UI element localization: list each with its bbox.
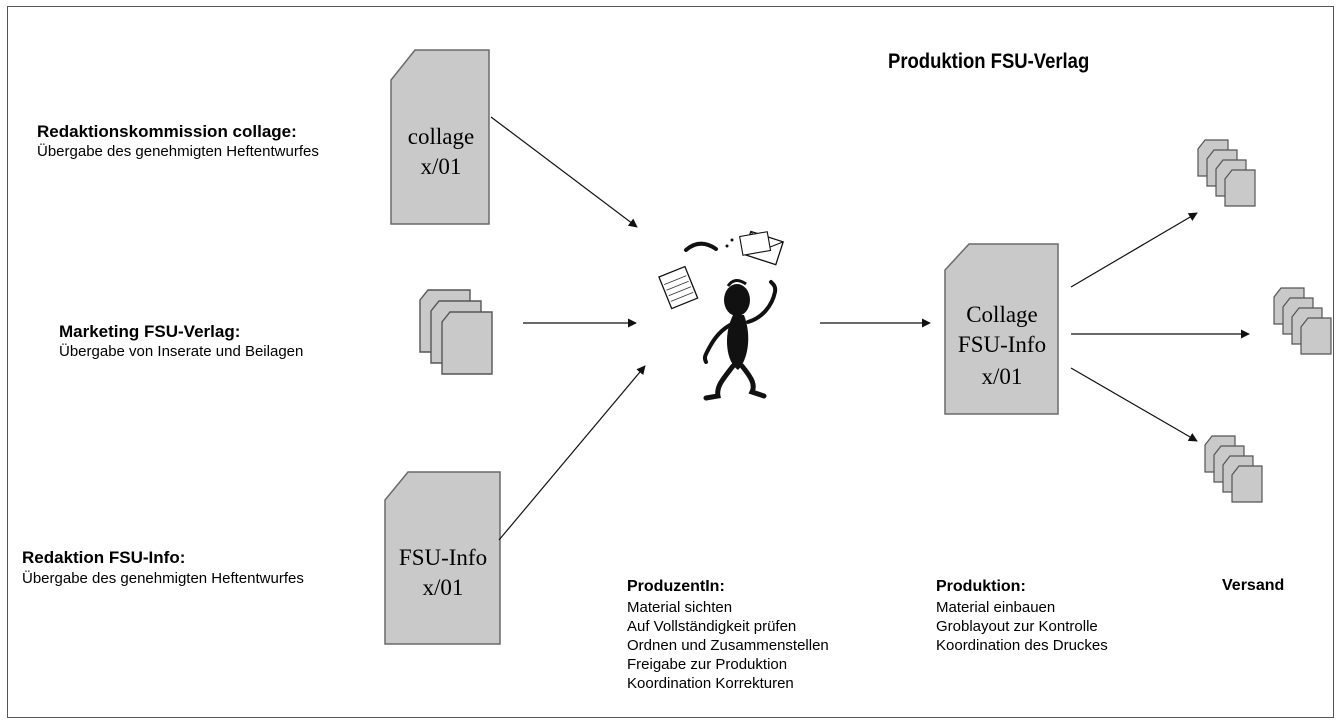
document-collage: collage x/01 <box>390 49 490 225</box>
doc-production-line-3: x/01 <box>982 364 1023 389</box>
production-task-item: Material einbauen <box>936 599 1056 616</box>
producer-heading: ProduzentIn: <box>627 578 725 595</box>
juggling-figure-icon <box>658 230 785 401</box>
producer-task-item: Freigabe zur Produktion <box>627 656 788 673</box>
source-marketing-heading: Marketing FSU-Verlag: <box>59 322 241 341</box>
doc-collage-line-1: collage <box>408 124 474 149</box>
producer-task-item: Koordination Korrekturen <box>627 675 794 692</box>
source-collage-heading: Redaktionskommission collage: <box>37 122 297 141</box>
producer-task-item: Ordnen und Zusammenstellen <box>627 637 829 654</box>
arrow-collage-to-producer <box>490 116 638 228</box>
source-marketing-text: Übergabe von Inserate und Beilagen <box>59 343 304 360</box>
producer-task-list: ProduzentIn: Material sichten Auf Vollst… <box>627 576 829 693</box>
producer-task-item: Material sichten <box>627 599 733 616</box>
page-title: Produktion FSU-Verlag <box>888 50 1090 73</box>
production-task-item: Groblayout zur Kontrolle <box>936 618 1098 635</box>
source-redaktion-text: Übergabe des genehmigten Heftentwurfes <box>22 570 304 587</box>
doc-fsu-info-line-2: x/01 <box>423 575 464 600</box>
source-collage-text: Übergabe des genehmigten Heftentwurfes <box>37 143 319 160</box>
document-stack-icon <box>419 289 493 375</box>
producer-task-item: Auf Vollständigkeit prüfen <box>627 618 797 635</box>
shipping-heading: Versand <box>1222 577 1285 594</box>
doc-collage-line-2: x/01 <box>421 154 462 179</box>
document-fsu-info: FSU-Info x/01 <box>384 471 501 645</box>
shipping-stack-bottom-icon <box>1204 435 1263 503</box>
production-task-item: Koordination des Druckes <box>936 637 1108 654</box>
production-task-list: Produktion: Material einbauen Groblayout… <box>936 576 1108 655</box>
doc-production-line-1: Collage <box>966 302 1038 327</box>
shipping-stack-top-icon <box>1197 139 1256 207</box>
document-production: Collage FSU-Info x/01 <box>944 243 1059 415</box>
diagram-frame <box>7 6 1334 718</box>
production-heading: Produktion: <box>936 578 1026 595</box>
arrow-to-shipping-bottom <box>1070 367 1198 442</box>
doc-production-line-2: FSU-Info <box>958 332 1046 357</box>
source-redaktion-heading: Redaktion FSU-Info: <box>22 548 186 567</box>
arrow-fsu-info-to-producer <box>498 365 646 541</box>
doc-fsu-info-line-1: FSU-Info <box>399 545 487 570</box>
shipping-stack-middle-icon <box>1273 287 1332 355</box>
arrow-to-shipping-top <box>1070 212 1198 288</box>
